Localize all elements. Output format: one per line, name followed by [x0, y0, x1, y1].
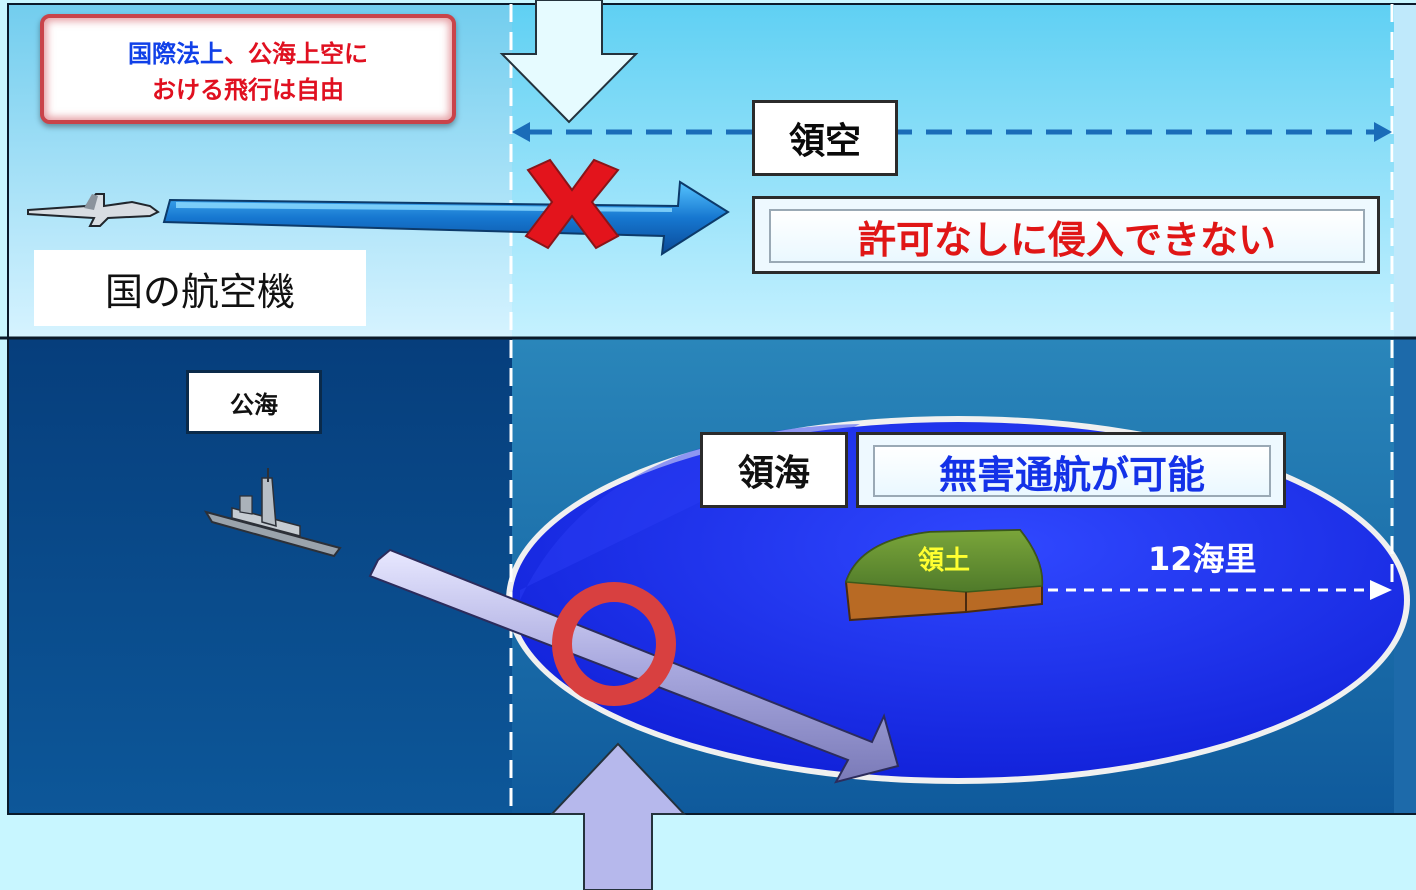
ship-icon	[203, 468, 342, 558]
top-pointer-arrow	[499, 0, 639, 124]
notice-blue-text: 国際法上	[128, 40, 224, 68]
notice-red-text: 、公海上空に	[224, 40, 368, 68]
territory-label: 領土	[918, 546, 971, 576]
aircraft-icon	[27, 193, 160, 227]
aircraft-label: 国の航空機	[34, 250, 366, 326]
notice-line-1: 国際法上、公海上空に	[44, 36, 452, 72]
notice-line-2: おける飛行は自由	[152, 76, 344, 104]
allowed-circle-icon	[552, 582, 676, 706]
no-entry-text: 許可なしに侵入できない	[769, 209, 1365, 263]
distance-label: 12海里	[1148, 540, 1257, 578]
airspace-label: 領空	[752, 100, 898, 176]
bottom-pointer-arrow	[549, 742, 687, 890]
high-seas-label: 公海	[186, 370, 322, 434]
island-icon	[844, 528, 1044, 622]
sky-edge-right	[1394, 4, 1416, 338]
airspace-span-head-right	[1374, 122, 1392, 142]
scene-frame	[7, 3, 1416, 815]
forbidden-x-icon	[524, 158, 620, 250]
innocent-passage-box: 無害通航が可能	[856, 432, 1286, 508]
ship-passage-arrow	[368, 548, 900, 784]
innocent-passage-text: 無害通航が可能	[873, 445, 1271, 497]
territorial-airspace	[512, 4, 1394, 338]
freedom-of-overflight-notice: 国際法上、公海上空に おける飛行は自由	[40, 14, 456, 124]
ellipse-shade	[520, 424, 860, 600]
airspace-span-head-left	[512, 122, 530, 142]
territorial-sea-label: 領海	[700, 432, 848, 508]
aircraft-flight-arrow	[162, 180, 730, 256]
distance-head	[1370, 580, 1392, 600]
no-entry-box: 許可なしに侵入できない	[752, 196, 1380, 274]
